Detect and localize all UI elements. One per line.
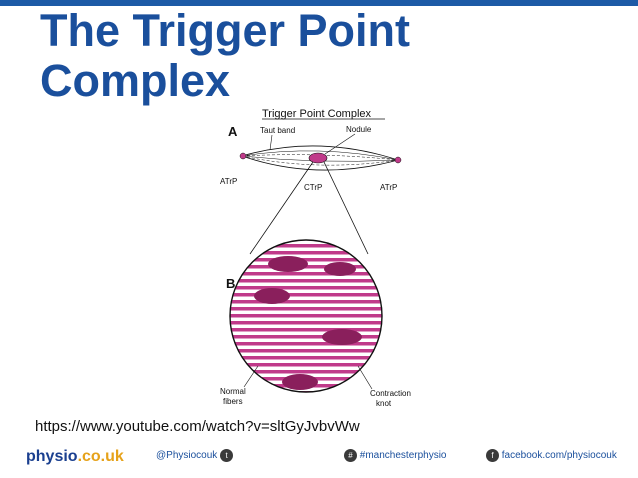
label-normal-fibers-1: Normal bbox=[220, 387, 246, 396]
top-accent-bar bbox=[0, 0, 638, 6]
physio-logo: physio.co.uk bbox=[26, 448, 124, 466]
label-atrp-right: ATrP bbox=[380, 183, 397, 192]
label-atrp-left: ATrP bbox=[220, 177, 237, 186]
hashtag-icon: # bbox=[344, 449, 357, 462]
label-ctrp: CTrP bbox=[304, 183, 322, 192]
video-url[interactable]: https://www.youtube.com/watch?v=sltGyJvb… bbox=[35, 418, 360, 435]
label-nodule: Nodule bbox=[346, 125, 372, 134]
facebook-icon: f bbox=[486, 449, 499, 462]
label-taut-band: Taut band bbox=[260, 126, 295, 135]
muscle-fiber bbox=[230, 370, 382, 374]
trigger-point-diagram: Trigger Point Complex A Taut band Nodule… bbox=[220, 108, 411, 408]
muscle-fiber bbox=[230, 286, 382, 290]
muscle-fiber bbox=[230, 300, 382, 304]
muscle-fiber bbox=[230, 328, 382, 332]
twitter-handle: @Physiocouk bbox=[156, 450, 218, 462]
label-a: A bbox=[228, 124, 238, 139]
logo-main: physio bbox=[26, 448, 78, 465]
muscle-fiber bbox=[230, 349, 382, 353]
slide-title-line1: The Trigger Point bbox=[40, 5, 411, 56]
hashtag-link[interactable]: # #manchesterphysio bbox=[344, 449, 447, 462]
label-b: B bbox=[226, 276, 235, 291]
muscle-fiber bbox=[230, 356, 382, 360]
muscle-fiber bbox=[230, 321, 382, 325]
muscle-fiber bbox=[230, 342, 382, 346]
muscle-fiber bbox=[230, 258, 382, 262]
muscle-fiber bbox=[230, 279, 382, 283]
twitter-icon: t bbox=[220, 449, 234, 462]
muscle-fiber bbox=[230, 251, 382, 255]
label-contraction-knot-2: knot bbox=[376, 399, 392, 408]
slide-title-line2: Complex bbox=[40, 55, 231, 106]
label-contraction-knot-1: Contraction bbox=[370, 389, 411, 398]
muscle-fiber bbox=[230, 293, 382, 297]
twitter-link[interactable]: @Physiocouk t bbox=[156, 449, 234, 462]
magnified-fibers bbox=[230, 240, 382, 392]
muscle-fiber bbox=[230, 335, 382, 339]
muscle-fiber bbox=[230, 314, 382, 318]
muscle-band bbox=[239, 145, 402, 171]
figure-title: Trigger Point Complex bbox=[262, 108, 372, 120]
muscle-fiber bbox=[230, 272, 382, 276]
facebook-link[interactable]: f facebook.com/physiocouk bbox=[486, 449, 617, 462]
muscle-fiber bbox=[230, 307, 382, 311]
muscle-fiber bbox=[230, 244, 382, 248]
logo-suffix: .co.uk bbox=[77, 448, 124, 465]
label-normal-fibers-2: fibers bbox=[223, 397, 243, 406]
facebook-url: facebook.com/physiocouk bbox=[501, 450, 617, 462]
slide-title: The Trigger Point Complex bbox=[40, 6, 500, 106]
hashtag-text: #manchesterphysio bbox=[359, 450, 447, 462]
muscle-fiber bbox=[230, 363, 382, 367]
